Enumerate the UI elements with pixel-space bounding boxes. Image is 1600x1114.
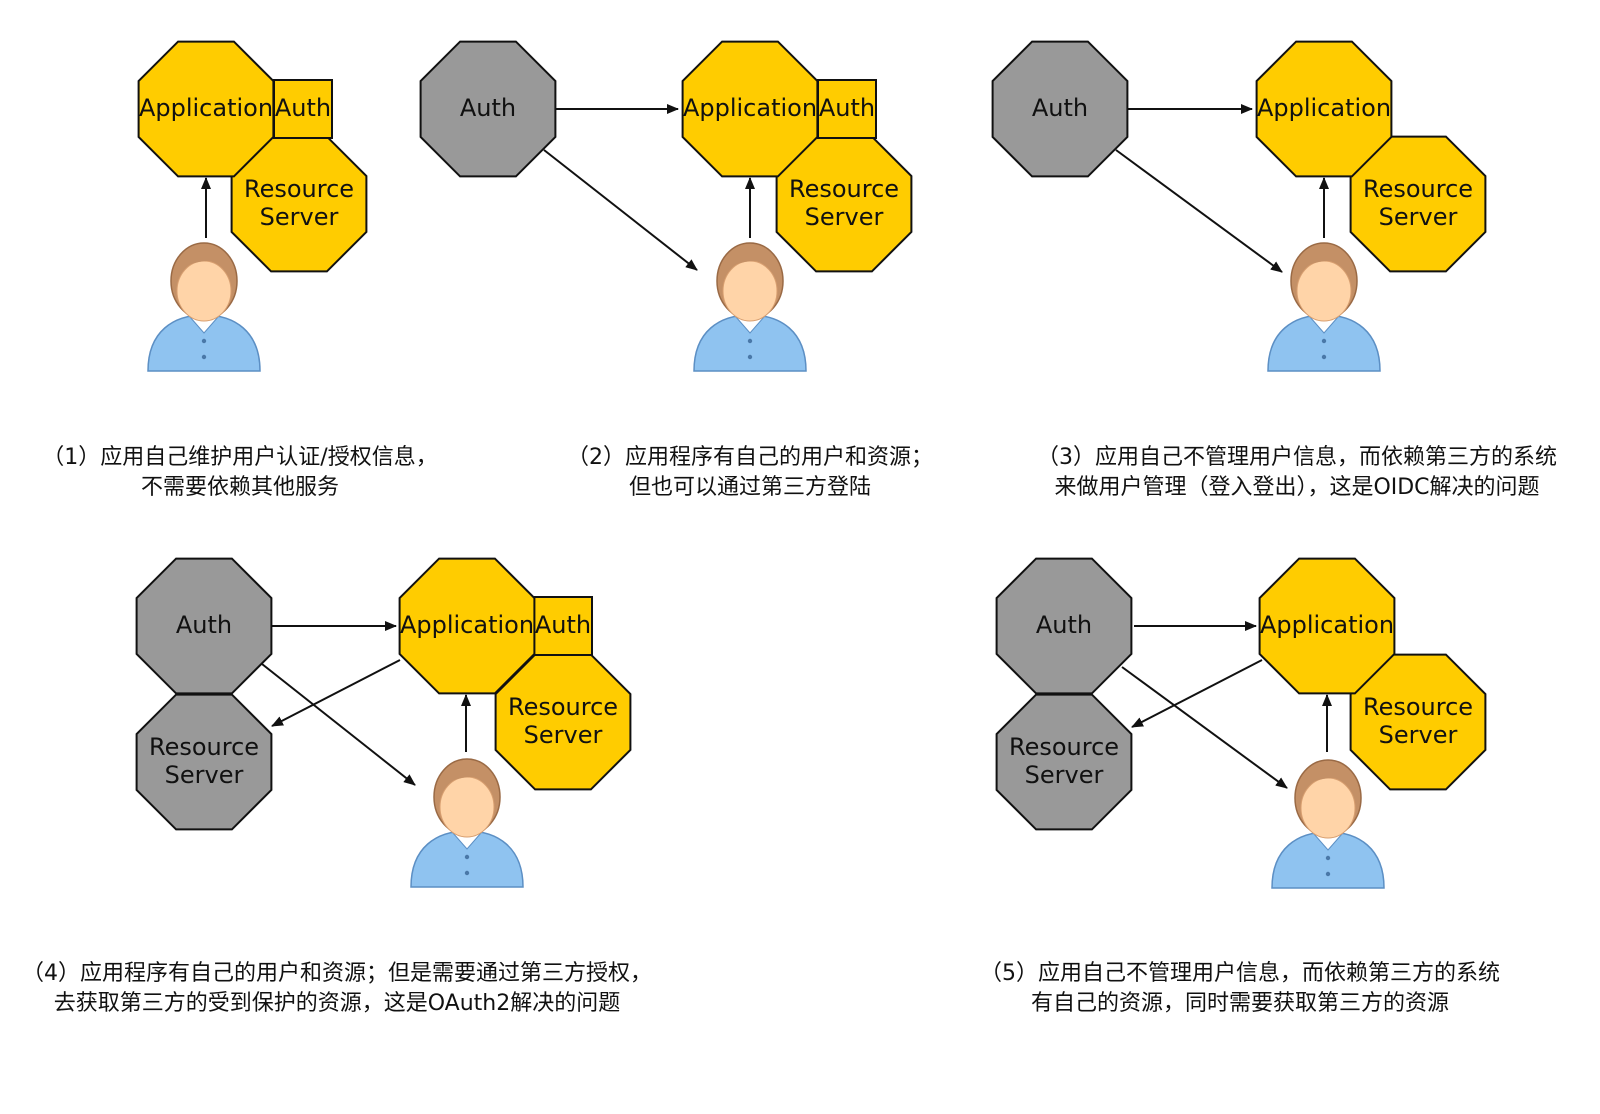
s3-application: Application bbox=[1255, 40, 1393, 178]
caption-2-line-1: （2）应用程序有自己的用户和资源； bbox=[567, 445, 933, 470]
s1-resource-server-label-2: Server bbox=[260, 203, 339, 231]
s5-app-resource-server-label-1: Resource bbox=[1363, 693, 1473, 721]
s3-auth-shape bbox=[991, 40, 1129, 178]
s2-application-label: Application bbox=[683, 94, 817, 122]
arrows-layer bbox=[201, 104, 1332, 789]
caption-1-line-2: 不需要依赖其他服务 bbox=[140, 475, 339, 500]
s1-auth-box-label: Auth bbox=[275, 94, 331, 122]
s5-application: Application bbox=[1258, 557, 1396, 695]
s5-auth: Auth bbox=[995, 557, 1133, 695]
s1-application-shape bbox=[137, 40, 275, 178]
s3-auth: Auth bbox=[991, 40, 1129, 178]
s4-arrow-app-to-resource bbox=[271, 659, 401, 727]
s3-arrow-auth-to-user bbox=[1115, 149, 1283, 273]
caption-3-line-2: 来做用户管理（登入登出），这是OIDC解决的问题 bbox=[1054, 475, 1540, 500]
caption-5-line-2: 有自己的资源，同时需要获取第三方的资源 bbox=[1030, 991, 1449, 1016]
s4-app-resource-server-label-1: Resource bbox=[508, 693, 618, 721]
s4-app-resource-server-label-2: Server bbox=[524, 721, 603, 749]
s5-auth-shape bbox=[995, 557, 1133, 695]
s3-resource-server-label-1: Resource bbox=[1363, 175, 1473, 203]
s3-application-shape bbox=[1255, 40, 1393, 178]
s5-user-icon bbox=[1271, 759, 1385, 889]
caption-3-line-1: （3）应用自己不管理用户信息，而依赖第三方的系统 bbox=[1037, 445, 1557, 470]
caption-4-line-2: 去获取第三方的受到保护的资源，这是OAuth2解决的问题 bbox=[53, 991, 621, 1016]
s4-auth-box-label: Auth bbox=[535, 611, 591, 639]
caption-3: （3）应用自己不管理用户信息，而依赖第三方的系统 来做用户管理（登入登出），这是… bbox=[1012, 443, 1582, 503]
s1-auth-box: Auth bbox=[273, 79, 333, 139]
caption-5: （5）应用自己不管理用户信息，而依赖第三方的系统 有自己的资源，同时需要获取第三… bbox=[955, 959, 1525, 1019]
s2-auth-box: Auth bbox=[817, 79, 877, 139]
s5-auth-label: Auth bbox=[1036, 611, 1092, 639]
s4-user-icon bbox=[410, 758, 524, 888]
users-layer bbox=[147, 242, 1385, 889]
s2-user-icon bbox=[693, 242, 807, 372]
s3-application-label: Application bbox=[1257, 94, 1391, 122]
caption-1-line-1: （1）应用自己维护用户认证/授权信息， bbox=[42, 445, 438, 470]
s4-application: Application bbox=[398, 557, 536, 695]
s2-auth: Auth bbox=[419, 40, 557, 178]
caption-2: （2）应用程序有自己的用户和资源； 但也可以通过第三方登陆 bbox=[550, 443, 950, 503]
s1-user-icon bbox=[147, 242, 261, 372]
s5-application-shape bbox=[1258, 557, 1396, 695]
s1-application-label: Application bbox=[139, 94, 273, 122]
s2-auth-box-label: Auth bbox=[819, 94, 875, 122]
s2-application: Application bbox=[681, 40, 819, 178]
s4-application-shape bbox=[398, 557, 536, 695]
s1-application: Application bbox=[137, 40, 275, 178]
caption-2-line-2: 但也可以通过第三方登陆 bbox=[628, 475, 871, 500]
s4-auth-box: Auth bbox=[533, 596, 593, 656]
s2-resource-server-label-1: Resource bbox=[789, 175, 899, 203]
s2-auth-shape bbox=[419, 40, 557, 178]
s2-arrow-auth-to-user bbox=[543, 149, 698, 271]
s5-application-label: Application bbox=[1260, 611, 1394, 639]
s1-auth-box-shape bbox=[273, 79, 333, 139]
s5-arrow-auth-to-user bbox=[1121, 666, 1288, 789]
s2-resource-server-label-2: Server bbox=[805, 203, 884, 231]
s3-resource-server-label-2: Server bbox=[1379, 203, 1458, 231]
s4-auth-box-shape bbox=[533, 596, 593, 656]
s4-auth-label: Auth bbox=[176, 611, 232, 639]
s4-auth-shape bbox=[135, 557, 273, 695]
caption-4-line-1: （4）应用程序有自己的用户和资源；但是需要通过第三方授权， bbox=[22, 961, 652, 986]
s4-application-label: Application bbox=[400, 611, 534, 639]
s2-application-shape bbox=[681, 40, 819, 178]
s3-user-icon bbox=[1267, 242, 1381, 372]
s4-arrow-auth-to-user bbox=[261, 663, 416, 786]
s3-auth-label: Auth bbox=[1032, 94, 1088, 122]
s4-auth: Auth bbox=[135, 557, 273, 695]
s2-auth-label: Auth bbox=[460, 94, 516, 122]
s5-resource-server-label-2: Server bbox=[1025, 761, 1104, 789]
s4-resource-server-label-1: Resource bbox=[149, 733, 259, 761]
s5-resource-server-label-1: Resource bbox=[1009, 733, 1119, 761]
s5-resource-server-shape bbox=[995, 693, 1133, 831]
s4-resource-server-shape bbox=[135, 693, 273, 831]
caption-5-line-1: （5）应用自己不管理用户信息，而依赖第三方的系统 bbox=[980, 961, 1500, 986]
s4-resource-server-label-2: Server bbox=[165, 761, 244, 789]
caption-1: （1）应用自己维护用户认证/授权信息， 不需要依赖其他服务 bbox=[20, 443, 460, 503]
s5-app-resource-server-label-2: Server bbox=[1379, 721, 1458, 749]
s5-arrow-app-to-resource bbox=[1131, 659, 1263, 728]
caption-4: （4）应用程序有自己的用户和资源；但是需要通过第三方授权， 去获取第三方的受到保… bbox=[2, 959, 672, 1019]
s1-resource-server-label-1: Resource bbox=[244, 175, 354, 203]
